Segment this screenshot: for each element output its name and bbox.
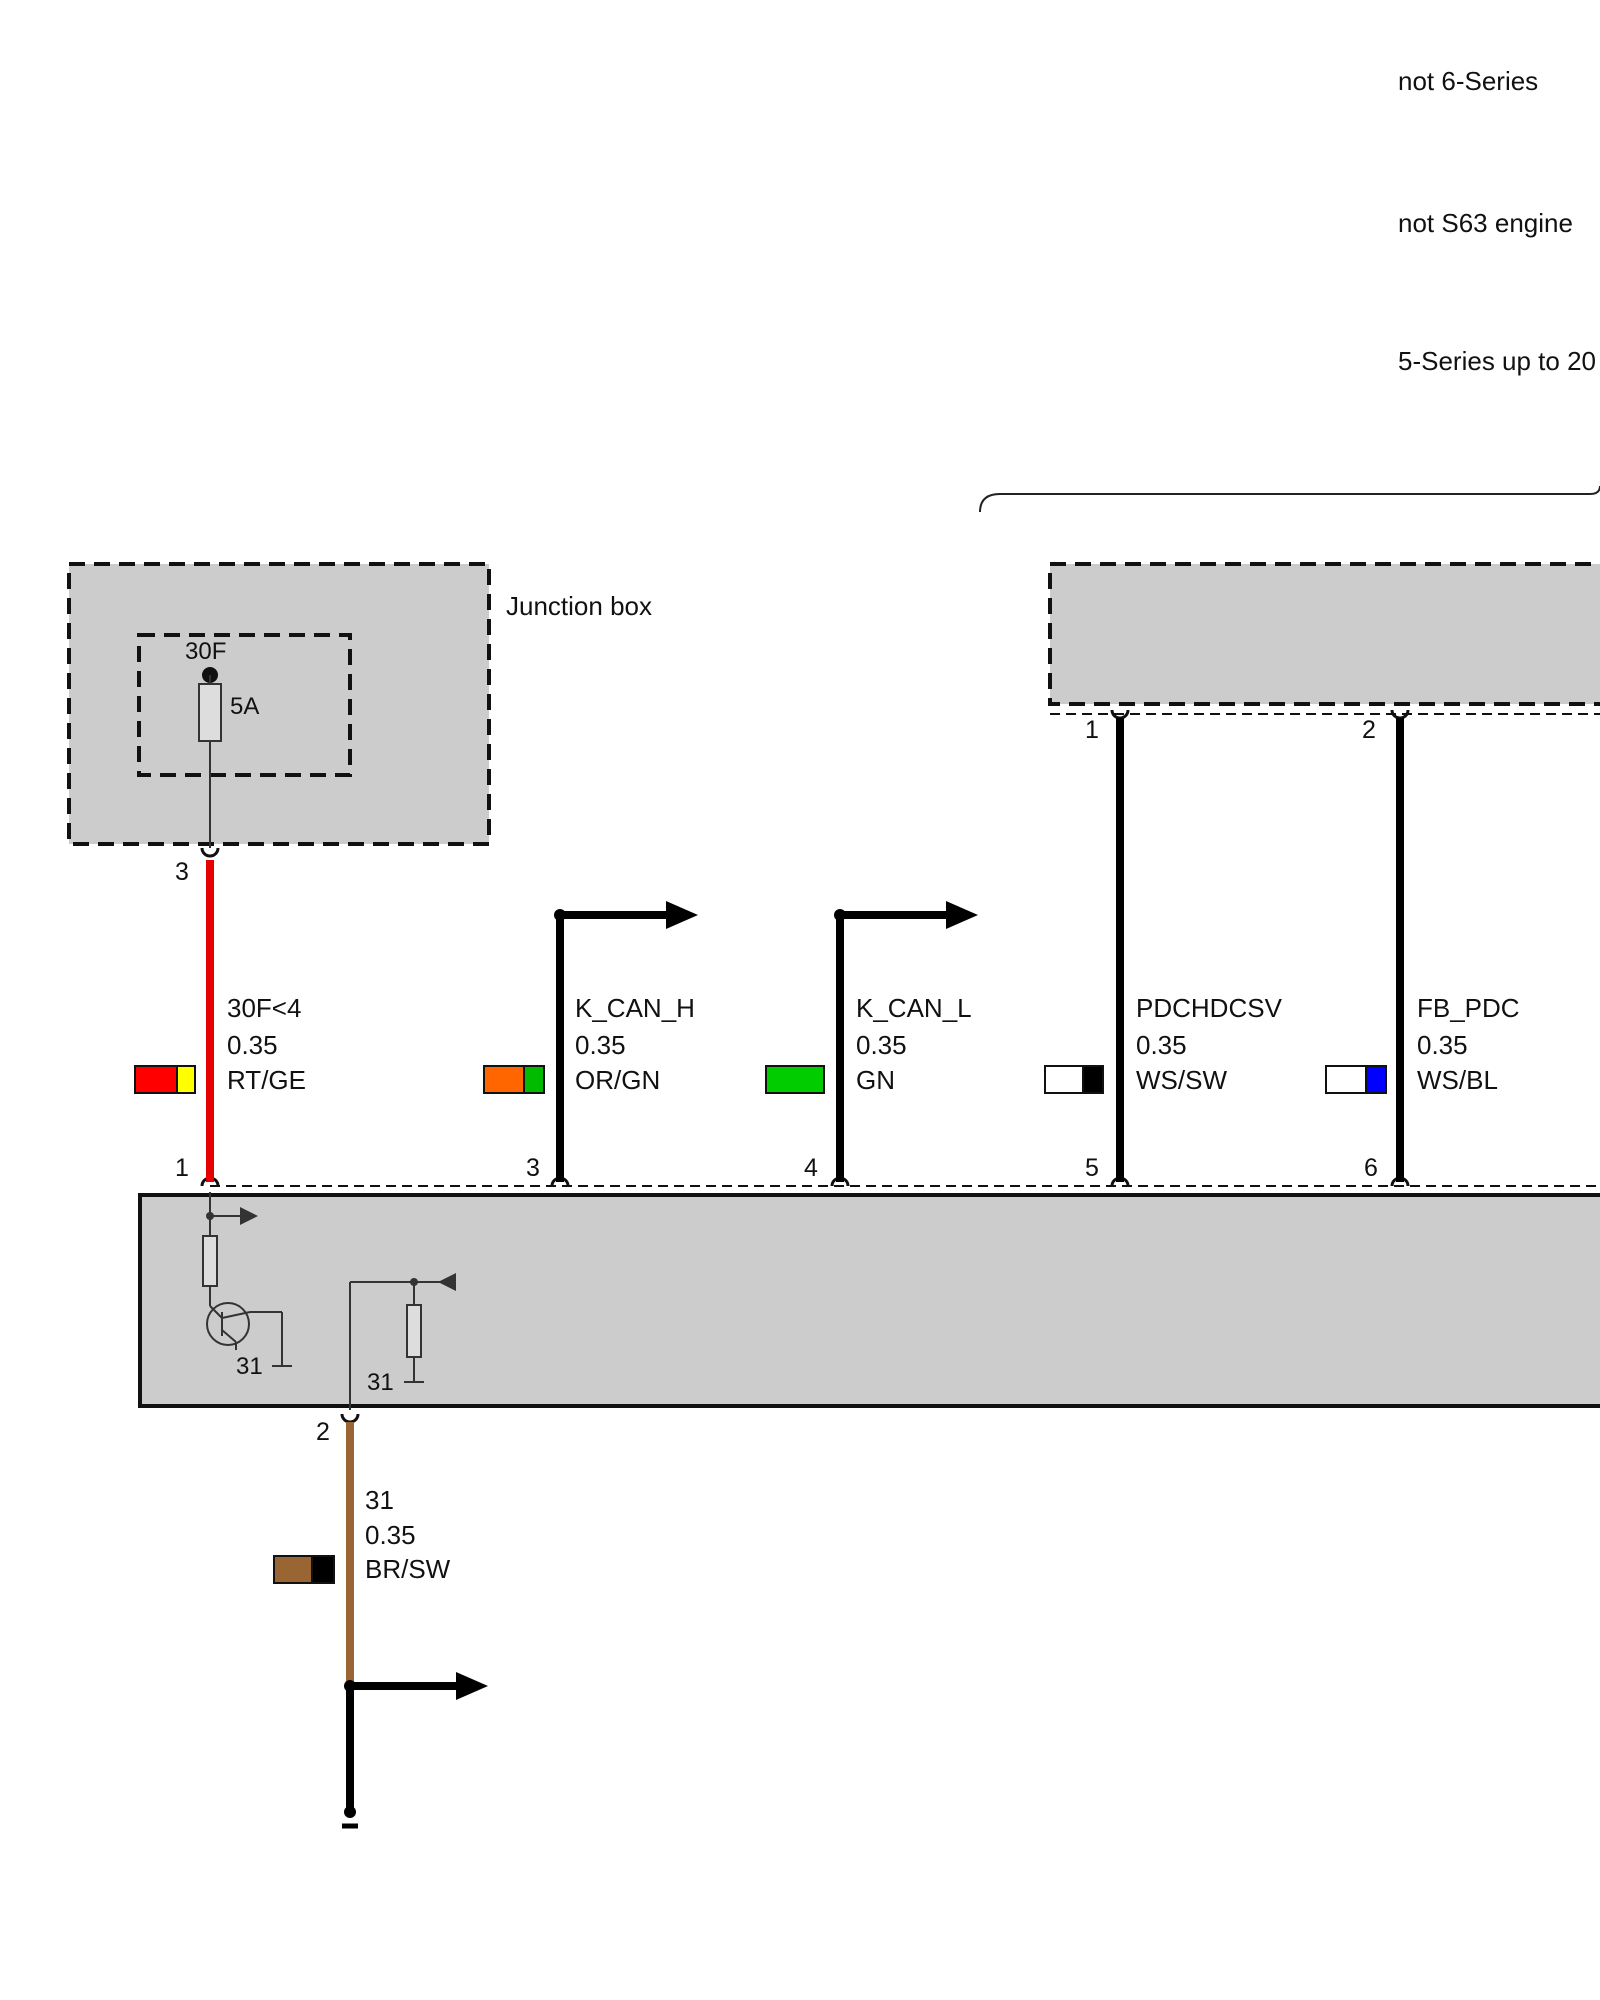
module-main-pin-3: 3 [526, 1154, 540, 1182]
wire-signal: FB_PDC [1417, 993, 1520, 1023]
ground-sense-circuit: 31 [349, 1273, 456, 1410]
wire-color-swatch [273, 1555, 335, 1584]
fuse-rating: 5A [230, 693, 259, 720]
wire-pdchdcsv: PDCHDCSV 0.35 WS/SW [1044, 718, 1283, 1182]
module-top: 1 2 [1048, 562, 1600, 744]
resistor-icon [406, 1304, 422, 1358]
note-not-s63-engine: not S63 engine [1398, 208, 1573, 238]
wire-gauge: 0.35 [227, 1030, 278, 1060]
wire-color-code: WS/SW [1136, 1065, 1227, 1095]
wire-signal: K_CAN_L [856, 993, 972, 1023]
continuation-arrow-icon [666, 901, 698, 929]
module-main-pin-1: 1 [175, 1154, 189, 1182]
option-bracket [979, 485, 1600, 513]
wire-color-swatch [134, 1065, 196, 1094]
wire-fb-pdc: FB_PDC 0.35 WS/BL [1325, 718, 1520, 1182]
junction-box-pin: 3 [175, 858, 189, 886]
wire-signal: K_CAN_H [575, 993, 695, 1023]
ground-label-2: 31 [367, 1369, 394, 1396]
module-top-pin-1: 1 [1085, 716, 1099, 744]
continuation-arrow-icon [456, 1672, 488, 1700]
wire-color-code: BR/SW [365, 1554, 451, 1584]
wire-signal: 31 [365, 1485, 394, 1515]
ground-label-1: 31 [236, 1353, 263, 1380]
module-main-pin-5: 5 [1085, 1154, 1099, 1182]
wire-color-code: RT/GE [227, 1065, 306, 1095]
module-top-pin-2: 2 [1362, 716, 1376, 744]
wire-color-swatch [1325, 1065, 1387, 1094]
wire-gauge: 0.35 [365, 1520, 416, 1550]
module-main-pin-4: 4 [804, 1154, 818, 1182]
wire-color-code: WS/BL [1417, 1065, 1498, 1095]
input-transistor-circuit: 31 [202, 1192, 292, 1380]
wire-k-can-l: K_CAN_L 0.35 GN [765, 901, 978, 1182]
module-main: 1 3 4 5 6 2 31 [138, 1154, 1600, 1446]
continuation-arrow-icon [946, 901, 978, 929]
wire-color-swatch [483, 1065, 545, 1094]
note-not-6-series: not 6-Series [1398, 66, 1538, 96]
wire-signal: PDCHDCSV [1136, 993, 1283, 1023]
resistor-icon [202, 1235, 218, 1287]
wire-signal: 30F<4 [227, 993, 301, 1023]
fuse-icon [198, 683, 222, 742]
wire-gauge: 0.35 [856, 1030, 907, 1060]
wire-color-swatch [765, 1065, 825, 1094]
wire-31-ground: 31 0.35 BR/SW [273, 1422, 488, 1829]
wire-color-code: GN [856, 1065, 895, 1095]
wire-color-code: OR/GN [575, 1065, 660, 1095]
wire-gauge: 0.35 [1136, 1030, 1187, 1060]
junction-box-label: Junction box [506, 591, 652, 621]
junction-box: Junction box 30F 5A 3 [67, 562, 652, 886]
wire-k-can-h: K_CAN_H 0.35 OR/GN [483, 901, 698, 1182]
terminal-30f-label: 30F [185, 638, 226, 665]
module-main-pin-2: 2 [316, 1418, 330, 1446]
wire-30f: 30F<4 0.35 RT/GE [134, 860, 306, 1182]
wire-gauge: 0.35 [575, 1030, 626, 1060]
module-main-pin-6: 6 [1364, 1154, 1378, 1182]
wire-color-swatch [1044, 1065, 1104, 1094]
transistor-icon [206, 1302, 250, 1346]
note-5-series: 5-Series up to 20 [1398, 346, 1596, 376]
wire-gauge: 0.35 [1417, 1030, 1468, 1060]
